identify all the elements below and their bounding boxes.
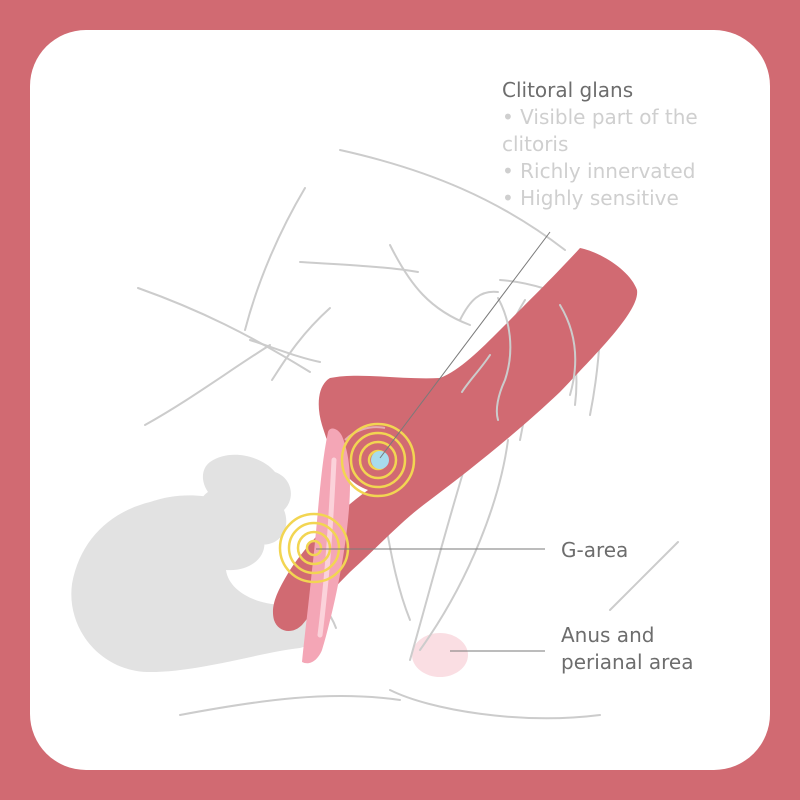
- anus-callout: Anus and perianal area: [561, 622, 693, 676]
- device-tip-curve: [344, 426, 386, 441]
- g-area-stimulation-rings: [278, 512, 350, 584]
- anus-glow: [412, 633, 468, 677]
- clitoral-point-innervated: • Richly innervated: [502, 159, 696, 183]
- bowel-shape: [71, 495, 318, 672]
- device-body: [272, 248, 638, 632]
- anus-title-line1: Anus and: [561, 623, 655, 647]
- clitoral-leader-line: [379, 231, 551, 459]
- clitoral-glans-title: Clitoral glans: [502, 78, 634, 102]
- clitoral-point-sensitive: • Highly sensitive: [502, 186, 679, 210]
- g-area-label: G-area: [561, 538, 629, 562]
- clitoral-stimulation-rings: [340, 422, 416, 498]
- vaginal-channel: [302, 428, 350, 664]
- hand-outline: [461, 297, 577, 421]
- anus-title-line2: perianal area: [561, 650, 694, 674]
- clitoral-glans-dot: [371, 451, 389, 469]
- vaginal-channel-inner: [317, 457, 337, 638]
- clitoral-point-visible: • Visible part of the clitoris: [502, 105, 698, 156]
- clitoral-glans-callout: Clitoral glans • Visible part of the cli…: [502, 77, 752, 212]
